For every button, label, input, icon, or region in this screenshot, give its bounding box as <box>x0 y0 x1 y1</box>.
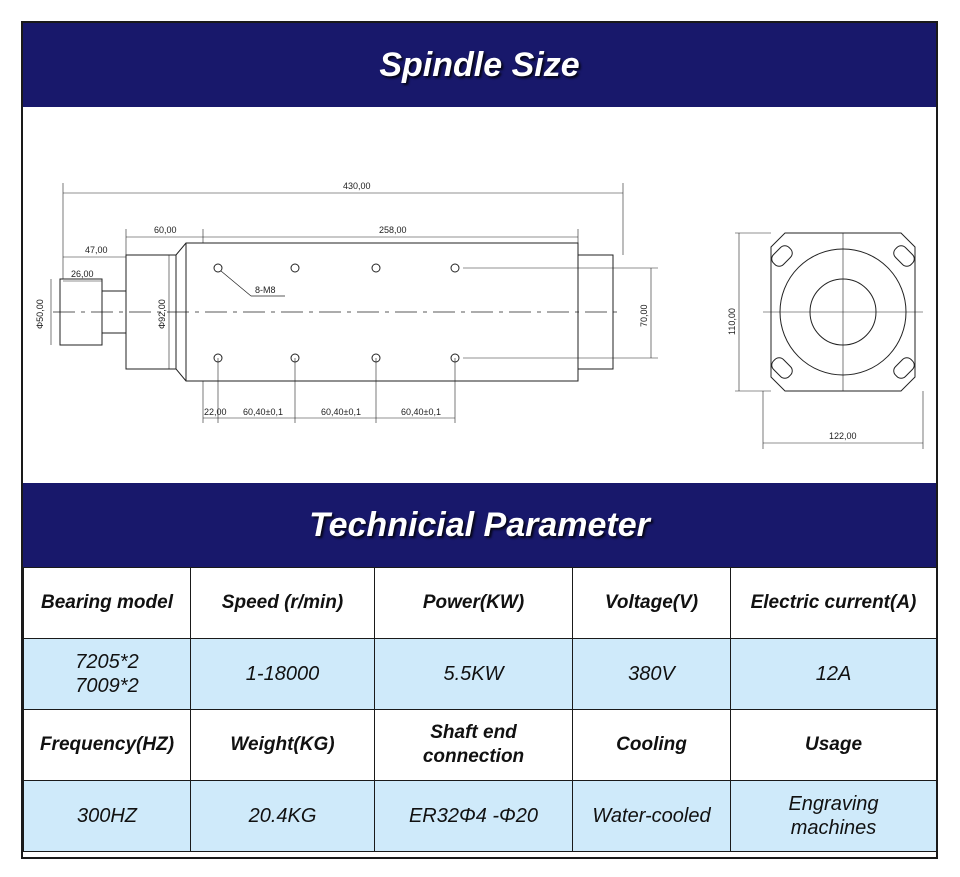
dim-nose: 47,00 <box>85 245 108 255</box>
header-usage: Usage <box>730 709 937 781</box>
dim-hole-height: 70,00 <box>639 304 649 327</box>
dim-first-hole: 22,00 <box>204 407 227 417</box>
header-cooling: Cooling <box>572 709 731 781</box>
dim-flange-height: 110,00 <box>727 308 737 335</box>
parameter-table: Bearing model Speed (r/min) Power(KW) Vo… <box>23 567 937 852</box>
end-view <box>735 232 924 449</box>
value-weight: 20.4KG <box>190 780 375 852</box>
dim-shaft-dia: Φ50,00 <box>35 299 45 329</box>
dim-pitch-2: 60,40±0,1 <box>321 407 361 417</box>
value-electric-current: 12A <box>730 638 937 710</box>
end-view-dims: 110,00 122,00 <box>727 308 857 441</box>
dim-shoulder: 60,00 <box>154 225 177 235</box>
table-row: 300HZ 20.4KG ER32Φ4 -Φ20 Water-cooled En… <box>23 780 937 852</box>
dim-pitch-3: 60,40±0,1 <box>401 407 441 417</box>
header-electric-current: Electric current(A) <box>730 567 937 639</box>
header-shaft-end-connection: Shaft end connection <box>374 709 573 781</box>
dim-body-length: 258,00 <box>379 225 407 235</box>
value-frequency: 300HZ <box>23 780 191 852</box>
header-speed: Speed (r/min) <box>190 567 375 639</box>
spindle-drawing: 430,00 258,00 60,00 47,00 26,00 Φ50,00 Φ… <box>23 107 936 485</box>
value-shaft-end-connection: ER32Φ4 -Φ20 <box>374 780 573 852</box>
technical-parameter-title: Technicial Parameter <box>309 505 650 544</box>
header-weight: Weight(KG) <box>190 709 375 781</box>
header-frequency: Frequency(HZ) <box>23 709 191 781</box>
header-voltage: Voltage(V) <box>572 567 731 639</box>
dim-shaft: 26,00 <box>71 269 94 279</box>
value-usage: Engraving machines <box>730 780 937 852</box>
technical-parameter-banner: Technicial Parameter <box>23 483 936 567</box>
header-bearing-model: Bearing model <box>23 567 191 639</box>
table-row: Frequency(HZ) Weight(KG) Shaft end conne… <box>23 709 937 781</box>
value-cooling: Water-cooled <box>572 780 731 852</box>
dim-body-dia: Φ92,00 <box>157 299 167 329</box>
technical-drawing: 430,00 258,00 60,00 47,00 26,00 Φ50,00 Φ… <box>35 181 924 449</box>
table-row: Bearing model Speed (r/min) Power(KW) Vo… <box>23 567 937 639</box>
dim-pitch-1: 60,40±0,1 <box>243 407 283 417</box>
header-power: Power(KW) <box>374 567 573 639</box>
table-row: 7205*2 7009*2 1-18000 5.5KW 380V 12A <box>23 638 937 710</box>
value-bearing-model: 7205*2 7009*2 <box>23 638 191 710</box>
dim-thread: 8-M8 <box>255 285 276 295</box>
spindle-size-title: Spindle Size <box>379 45 580 84</box>
dim-overall-length: 430,00 <box>343 181 371 191</box>
spec-sheet: Spindle Size <box>21 21 938 859</box>
spindle-size-banner: Spindle Size <box>23 23 936 107</box>
value-voltage: 380V <box>572 638 731 710</box>
side-view <box>50 183 658 423</box>
value-power: 5.5KW <box>374 638 573 710</box>
value-speed: 1-18000 <box>190 638 375 710</box>
dim-flange-width: 122,00 <box>829 431 857 441</box>
side-view-dims: 430,00 258,00 60,00 47,00 26,00 Φ50,00 Φ… <box>35 181 649 417</box>
